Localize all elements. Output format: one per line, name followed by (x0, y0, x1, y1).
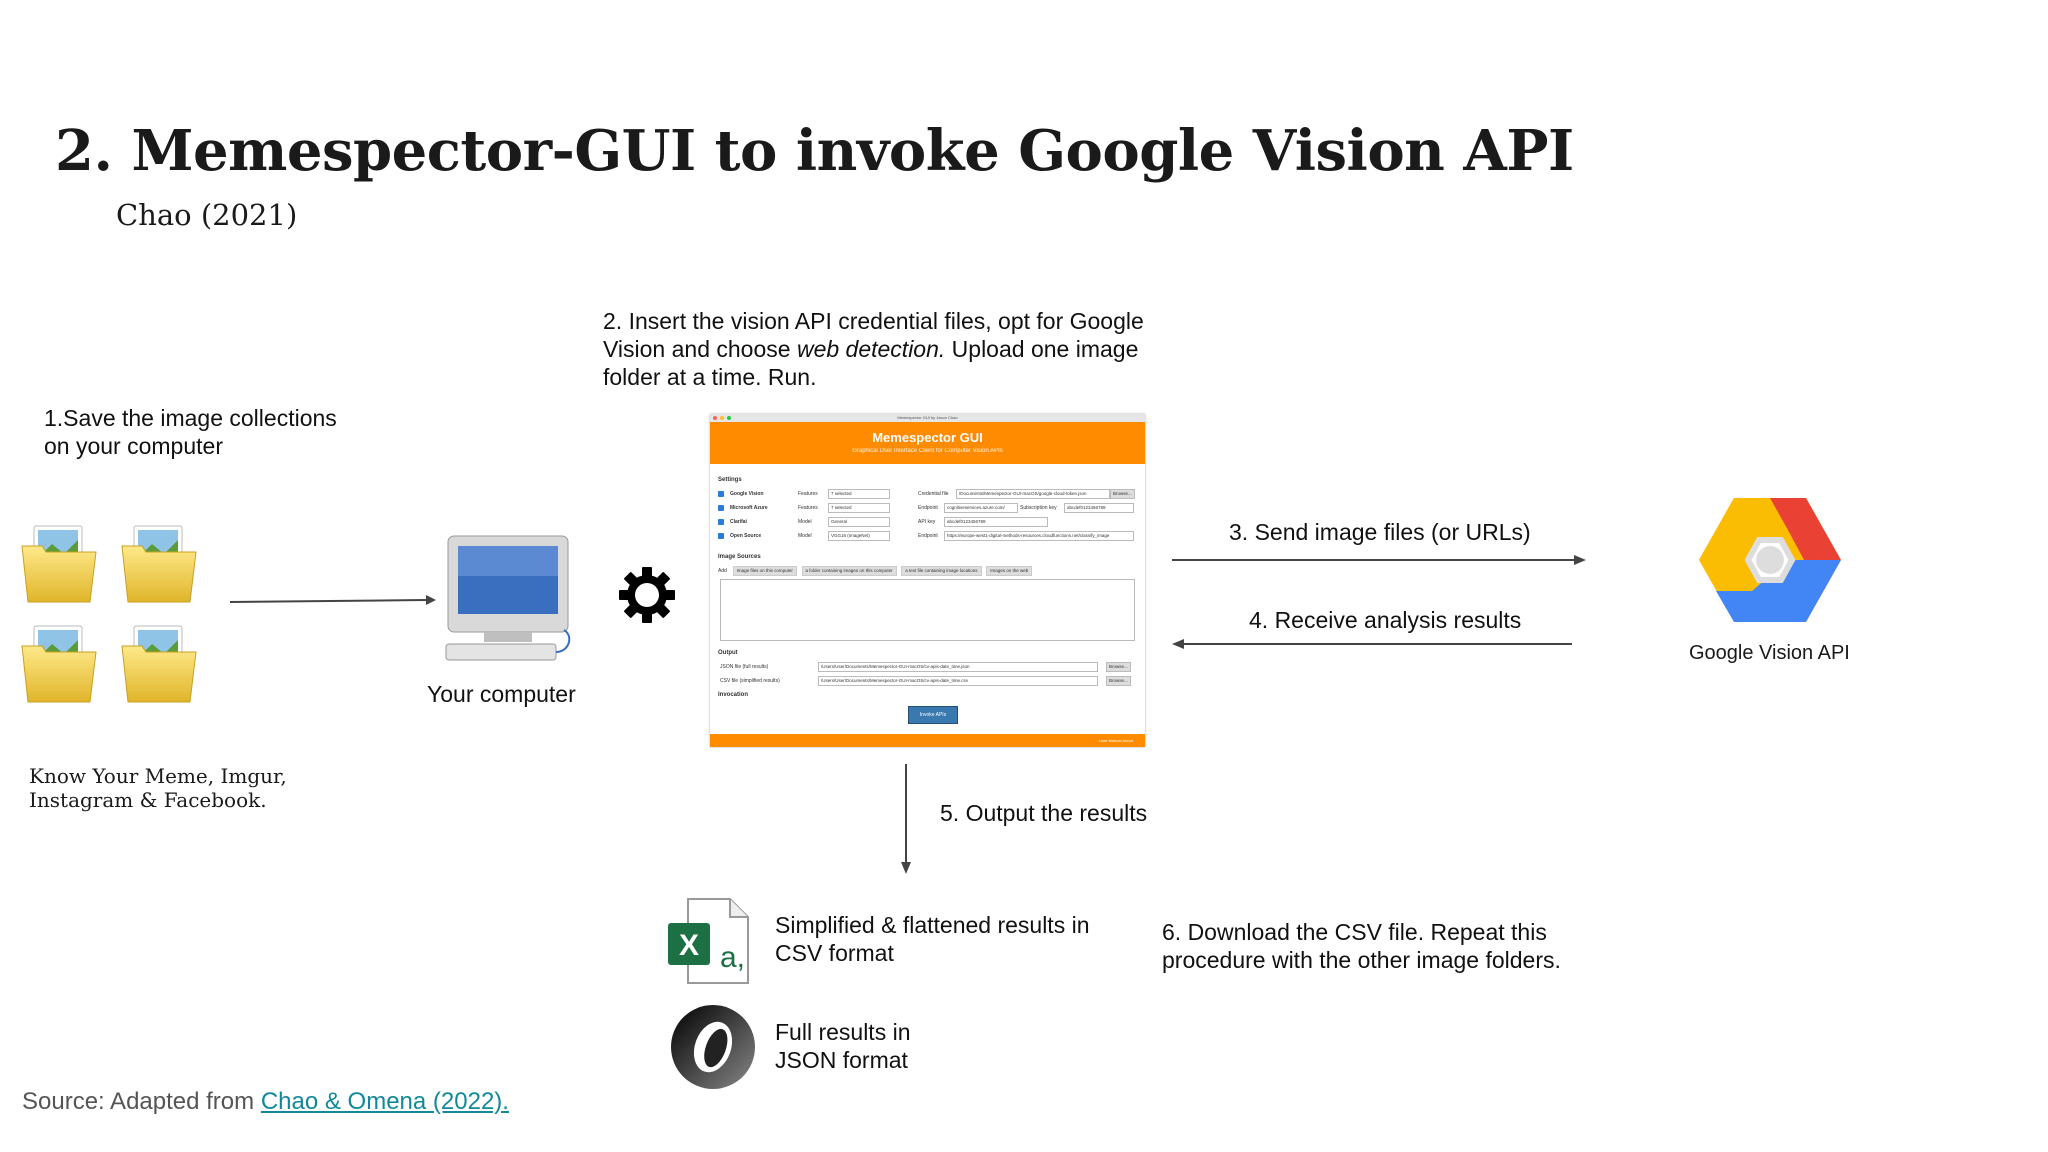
arrow-output (901, 764, 911, 874)
gui-app-subtitle: Graphical User Interface Client for Comp… (852, 448, 1003, 454)
minimize-icon (720, 416, 724, 420)
csv-label: Simplified & flattened results in CSV fo… (775, 912, 1090, 966)
step1-label: 1.Save the image collections on your com… (44, 405, 337, 459)
source-prefix: Source: Adapted from (22, 1088, 261, 1115)
source-link[interactable]: Chao & Omena (2022). (260, 1088, 509, 1115)
settings-heading: Settings (718, 477, 742, 483)
field-label: JSON file (full results) (720, 664, 769, 670)
features-select[interactable]: 7 selected (828, 489, 890, 499)
step6-label: 6. Download the CSV file. Repeat this pr… (1162, 919, 1561, 973)
service-name: Google Vision (730, 491, 764, 497)
gui-footer: User Manual About (710, 734, 1145, 747)
checkbox-icon[interactable] (718, 505, 724, 511)
service-name: Microsoft Azure (730, 505, 768, 511)
endpoint-field[interactable]: https://europe-west1-digital-methods-res… (944, 531, 1134, 541)
service-row: Microsoft Azure Features 7 selected Endp… (718, 503, 1137, 514)
close-icon (713, 416, 717, 420)
checkbox-icon[interactable] (718, 519, 724, 525)
maximize-icon (727, 416, 731, 420)
field-label: Model (798, 519, 812, 525)
subscription-key-field[interactable]: abcdef0123456789 (1064, 503, 1134, 513)
field-label: Features (798, 505, 818, 511)
json-file-icon (671, 1005, 755, 1089)
field-label: CSV file (simplified results) (720, 678, 780, 684)
checkbox-icon[interactable] (718, 491, 724, 497)
window-title: Memespector GUI by Jason Chao (897, 415, 958, 420)
source-tabs: Add Image files on this computer a folde… (718, 566, 1137, 576)
output-row: JSON file (full results) /Users/User/Doc… (718, 662, 1137, 673)
service-name: Clarifai (730, 519, 747, 525)
add-label: Add (718, 568, 727, 574)
memespector-gui-screenshot: Memespector GUI by Jason Chao Memespecto… (710, 414, 1145, 747)
step3-label: 3. Send image files (or URLs) (1229, 519, 1531, 545)
field-label: API key (918, 519, 936, 525)
arrow-send (1172, 555, 1586, 565)
service-row: Open Source Model VGG16 (ImageNet) Endpo… (718, 531, 1137, 542)
credential-file-field[interactable]: /Documents/Memespector-GUI-macOS/google-… (956, 489, 1110, 499)
gear-icon (619, 567, 675, 623)
svg-text:a,: a, (720, 941, 745, 974)
arrow-to-computer (229, 595, 436, 605)
google-vision-label: Google Vision API (1689, 642, 1850, 664)
endpoint-field[interactable]: cognitiveservices.azure.com/ (944, 503, 1018, 513)
computer-label: Your computer (427, 681, 576, 707)
service-name: Open Source (730, 533, 762, 539)
slide-subtitle: Chao (2021) (116, 198, 298, 232)
csv-path-field[interactable]: /Users/User/Documents/Memespector-GUI-ma… (818, 676, 1098, 686)
field-label: Model (798, 533, 812, 539)
image-sources-heading: Image Sources (718, 554, 761, 560)
field-label: Endpoint (918, 505, 938, 511)
svg-text:X: X (679, 929, 699, 962)
service-row: Google Vision Features 7 selected Creden… (718, 489, 1137, 500)
features-select[interactable]: 7 selected (828, 503, 890, 513)
window-titlebar: Memespector GUI by Jason Chao (710, 414, 1145, 422)
computer-icon (445, 535, 571, 661)
model-select[interactable]: General (828, 517, 890, 527)
output-heading: Output (718, 650, 738, 656)
arrow-receive (1172, 639, 1572, 649)
field-label: Endpoint (918, 533, 938, 539)
model-select[interactable]: VGG16 (ImageNet) (828, 531, 890, 541)
source-note: Source: Adapted from Chao & Omena (2022)… (22, 1088, 509, 1116)
sources-caption: Know Your Meme, Imgur, Instagram & Faceb… (29, 764, 287, 812)
tab-image-files[interactable]: Image files on this computer (732, 566, 797, 576)
checkbox-icon[interactable] (718, 533, 724, 539)
step4-label: 4. Receive analysis results (1249, 607, 1522, 633)
tab-web[interactable]: Images on the web (986, 566, 1033, 576)
step5-label: 5. Output the results (940, 800, 1148, 826)
gui-app-title: Memespector GUI (872, 430, 983, 445)
invocation-heading: Invocation (718, 692, 749, 698)
field-label: Subscription key (1020, 505, 1057, 511)
gui-header: Memespector GUI Graphical User Interface… (710, 422, 1145, 464)
image-folders-icon (21, 525, 197, 703)
output-row: CSV file (simplified results) /Users/Use… (718, 676, 1137, 687)
browse-button[interactable]: Browse... (1106, 662, 1131, 672)
google-vision-api-icon (1699, 498, 1841, 622)
tab-text-file[interactable]: a text file containing image locations (901, 566, 982, 576)
browse-button[interactable]: Browse... (1106, 676, 1131, 686)
slide-title: 2. Memespector-GUI to invoke Google Visi… (55, 118, 1574, 184)
service-row: Clarifai Model General API key abcdef012… (718, 517, 1137, 528)
csv-file-icon: X a, (668, 898, 749, 984)
json-path-field[interactable]: /Users/User/Documents/Memespector-GUI-ma… (818, 662, 1098, 672)
json-label: Full results in JSON format (775, 1019, 911, 1073)
tab-folder[interactable]: a folder containing images on this compu… (801, 566, 897, 576)
invoke-apis-button[interactable]: Invoke APIs (908, 706, 958, 724)
image-list-area[interactable] (720, 579, 1135, 641)
step2-label: 2. Insert the vision API credential file… (603, 308, 1144, 390)
browse-button[interactable]: Browse... (1110, 489, 1135, 499)
field-label: Credential file (918, 491, 949, 497)
api-key-field[interactable]: abcdef0123456789 (944, 517, 1048, 527)
field-label: Features (798, 491, 818, 497)
